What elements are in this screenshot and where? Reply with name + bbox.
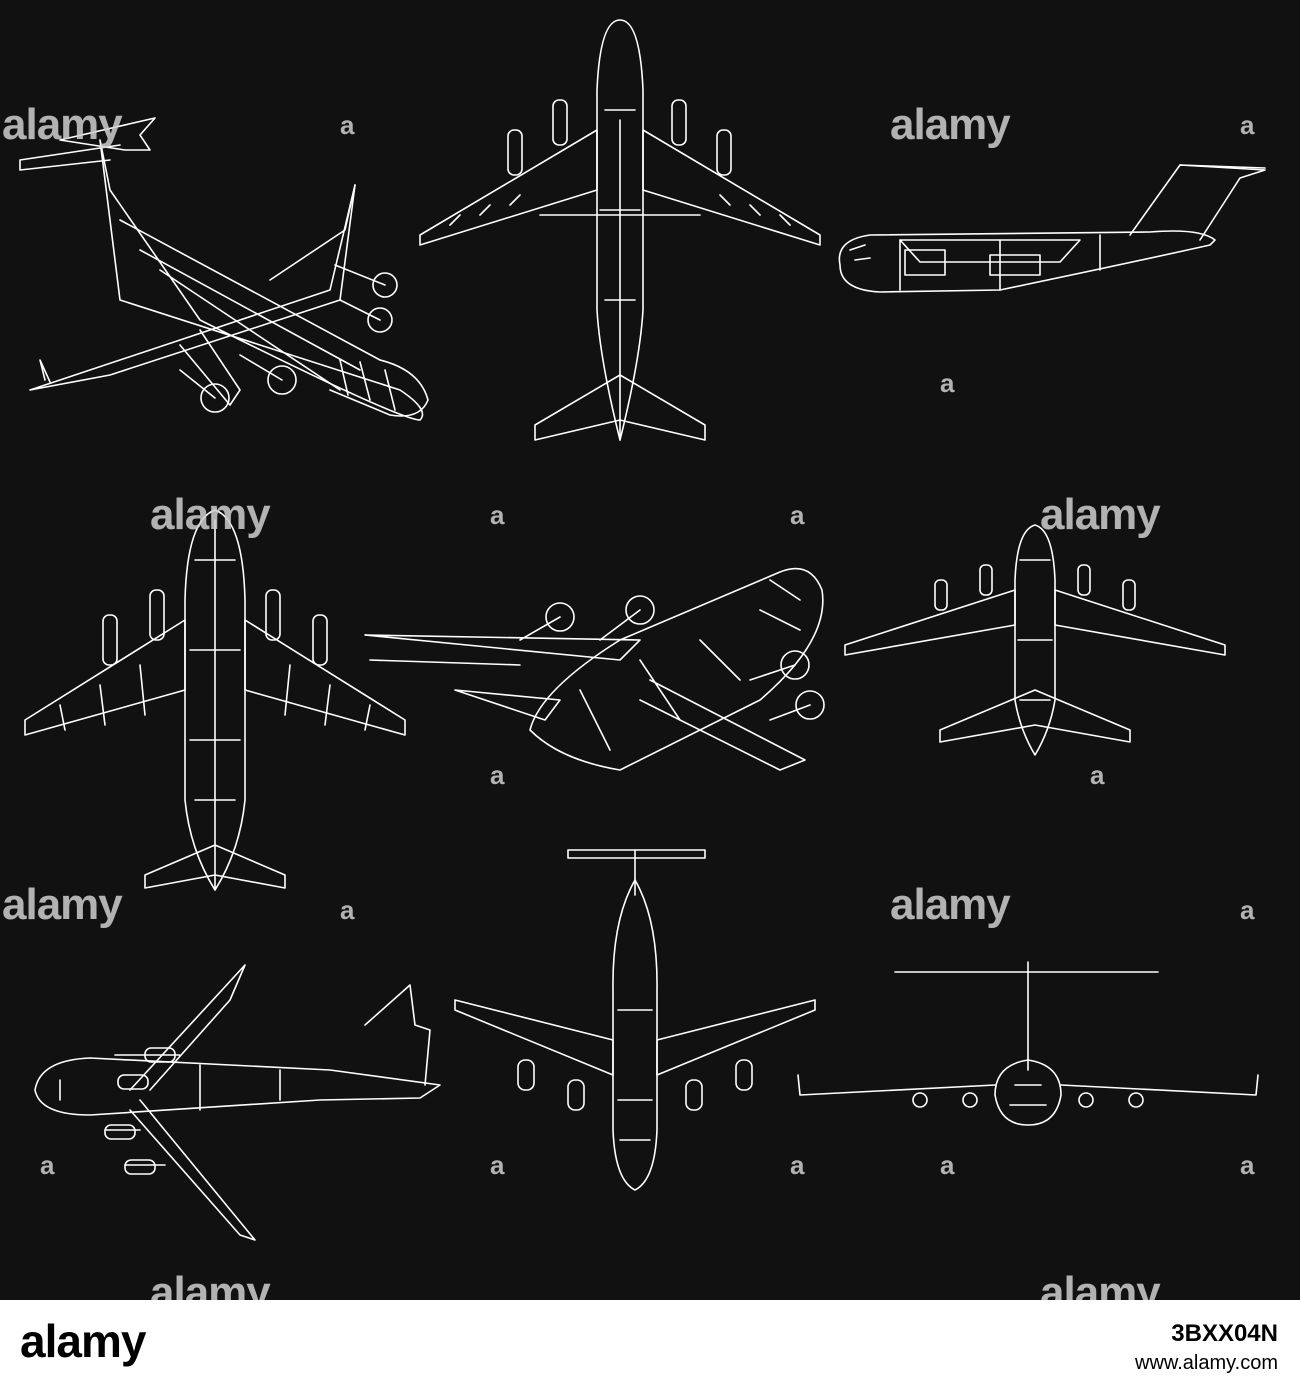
aircraft-perspective-bottom-left xyxy=(34,964,441,1241)
watermark-letter: a xyxy=(490,1150,505,1180)
aircraft-top-view-detailed xyxy=(24,509,406,891)
alamy-logo[interactable]: alamy xyxy=(20,1315,146,1367)
image-id: 3BXX04N xyxy=(1171,1320,1278,1347)
watermark-text: alamy xyxy=(890,880,1011,929)
aircraft-bottom-view xyxy=(454,849,816,1191)
watermark-letter: a xyxy=(940,1150,955,1180)
watermark-letter: a xyxy=(340,110,355,140)
aircraft-line-drawings xyxy=(19,19,1266,1241)
watermark-letter: a xyxy=(1240,895,1255,925)
aircraft-top-view xyxy=(419,19,821,441)
footer-bar: alamy 3BXX04N www.alamy.com xyxy=(0,1300,1300,1390)
watermark-text: alamy xyxy=(2,100,123,149)
watermark-letter: a xyxy=(1240,110,1255,140)
aircraft-top-view-rear xyxy=(844,524,1226,756)
watermark-letter: a xyxy=(790,1150,805,1180)
watermark-text: alamy xyxy=(150,490,271,539)
watermark-text: alamy xyxy=(150,1268,271,1300)
aircraft-perspective-front-right xyxy=(364,567,825,771)
watermark-text: alamy xyxy=(1040,1268,1161,1300)
watermark-letter: a xyxy=(1090,760,1105,790)
watermark-text: alamy xyxy=(1040,490,1161,539)
watermark-letter: a xyxy=(490,500,505,530)
watermark-text: alamy xyxy=(890,100,1011,149)
illustration-canvas: alamy alamy alamy alamy alamy alamy alam… xyxy=(0,0,1300,1300)
watermark-letter: a xyxy=(940,368,955,398)
watermark-letter: a xyxy=(340,895,355,925)
watermark-letter: a xyxy=(790,500,805,530)
watermark-text: alamy xyxy=(2,880,123,929)
watermark-letter: a xyxy=(490,760,505,790)
aircraft-perspective-front-left xyxy=(19,117,429,421)
watermark-letter: a xyxy=(40,1150,55,1180)
site-url[interactable]: www.alamy.com xyxy=(1135,1352,1278,1374)
aircraft-front-view xyxy=(797,961,1259,1126)
aircraft-side-view xyxy=(838,164,1266,293)
watermark-letter: a xyxy=(1240,1150,1255,1180)
